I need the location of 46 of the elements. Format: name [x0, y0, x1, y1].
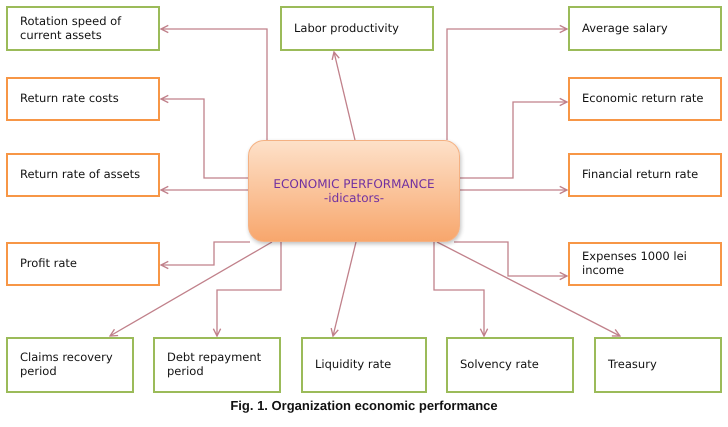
indicator-label: Average salary	[582, 22, 668, 36]
indicator-label: Return rate costs	[20, 92, 119, 106]
arrow	[160, 241, 250, 270]
indicator-label: Treasury	[608, 358, 657, 372]
indicator-label: Debt repayment period	[167, 351, 262, 379]
indicator-label: Return rate of assets	[20, 168, 140, 182]
arrow	[460, 98, 568, 179]
indicator-label: Expenses 1000 lei income	[582, 250, 688, 278]
indicator-box	[280, 6, 434, 51]
indicator-box	[6, 242, 160, 286]
indicator-box	[568, 242, 722, 286]
indicator-label: Profit rate	[20, 257, 78, 271]
indicator-box	[6, 153, 160, 197]
arrow	[160, 186, 248, 194]
indicator-box	[568, 77, 722, 121]
arrow	[109, 241, 272, 337]
arrow	[446, 24, 568, 140]
indicator-box	[446, 337, 574, 393]
indicator-label: Solvency rate	[460, 358, 539, 372]
indicator-box	[6, 77, 160, 121]
central-box	[248, 140, 460, 242]
arrow	[454, 241, 568, 280]
indicator-box	[301, 337, 427, 393]
indicator-box	[568, 153, 722, 197]
arrow	[160, 24, 268, 140]
indicator-label: Financial return rate	[582, 168, 698, 182]
arrow	[212, 242, 282, 337]
indicator-label: Labor productivity	[294, 22, 399, 36]
arrow	[160, 94, 248, 179]
indicator-box	[6, 6, 160, 51]
figure-caption: Fig. 1. Organization economic performance	[229, 398, 499, 413]
indicator-label: Liquidity rate	[315, 358, 392, 372]
indicator-label: Economic return rate	[582, 92, 704, 106]
arrow	[433, 242, 488, 337]
arrow	[436, 241, 621, 337]
arrow	[460, 186, 568, 194]
subheading-text: -idicators-	[324, 191, 384, 206]
heading-text: ECONOMIC PERFORMANCE	[273, 176, 435, 191]
indicator-label: Rotation speed of current assets	[20, 14, 122, 42]
indicator-box	[568, 6, 722, 51]
arrow	[331, 51, 356, 140]
arrow	[330, 242, 357, 337]
indicator-box	[6, 337, 134, 393]
indicator-box	[153, 337, 281, 393]
indicator-box	[594, 337, 722, 393]
indicator-label: Claims recovery period	[20, 351, 114, 379]
